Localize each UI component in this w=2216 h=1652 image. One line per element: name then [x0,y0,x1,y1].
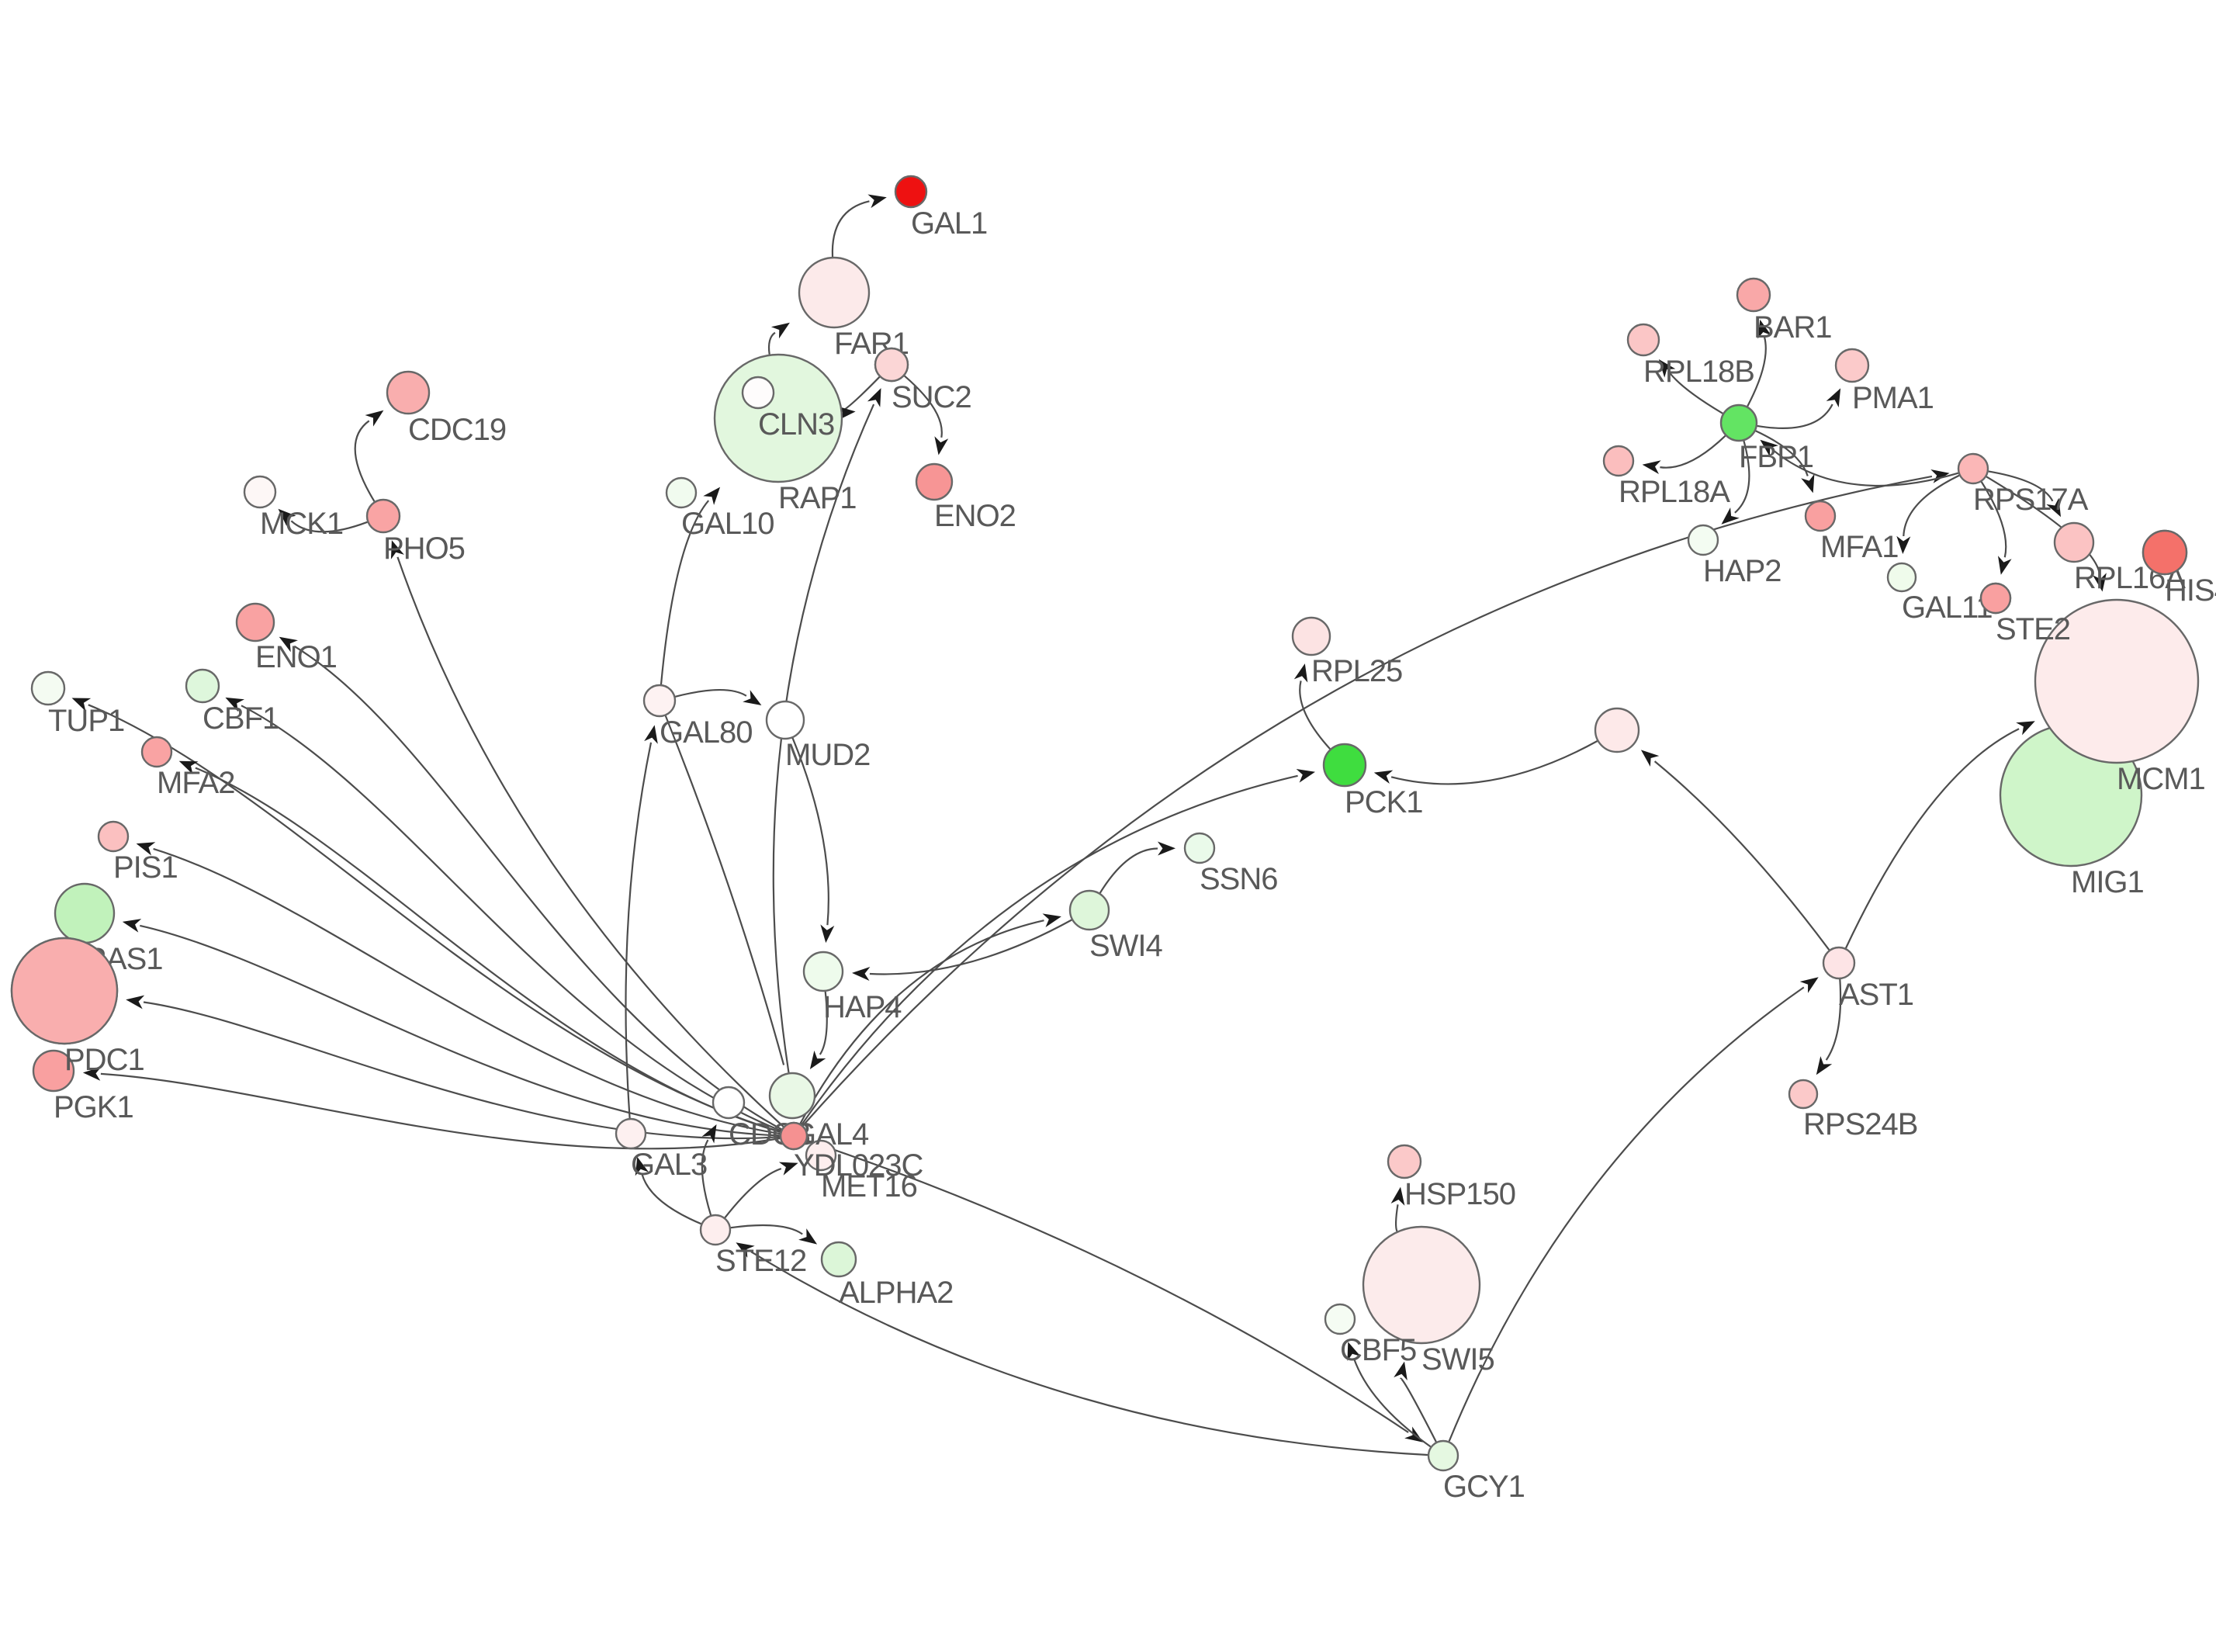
svg-text:GAL11: GAL11 [1902,590,1993,625]
svg-text:AST1: AST1 [1839,978,1913,1012]
svg-text:PDC1: PDC1 [64,1043,144,1077]
svg-text:YDL023C: YDL023C [794,1148,923,1183]
svg-text:ENO2: ENO2 [934,499,1016,533]
svg-text:CDC19: CDC19 [408,413,506,447]
svg-text:RPS24B: RPS24B [1803,1107,1917,1141]
svg-text:MET16: MET16 [821,1169,917,1204]
svg-text:BAR1: BAR1 [1754,310,1832,345]
svg-text:HAP2: HAP2 [1703,554,1781,588]
svg-text:GAL3: GAL3 [631,1148,707,1182]
svg-text:CLN3: CLN3 [758,407,834,442]
svg-text:GAL1: GAL1 [911,206,987,241]
svg-text:RPL18B: RPL18B [1643,355,1754,389]
svg-text:RPL25: RPL25 [1311,654,1402,688]
svg-text:HSP150: HSP150 [1404,1177,1515,1211]
svg-text:PGK1: PGK1 [54,1090,133,1124]
svg-text:TUP1: TUP1 [48,704,124,738]
svg-text:STE2: STE2 [1996,612,2070,646]
svg-text:SUC2: SUC2 [892,380,971,414]
svg-text:HAP4: HAP4 [823,990,902,1024]
svg-text:SWI4: SWI4 [1089,929,1163,963]
svg-text:MUD2: MUD2 [785,738,870,772]
svg-text:HIS4: HIS4 [2165,573,2216,608]
svg-text:SWI5: SWI5 [1421,1342,1494,1377]
svg-text:RPS17A: RPS17A [1973,483,2089,517]
svg-text:PHO5: PHO5 [383,532,465,566]
svg-text:MIG1: MIG1 [2071,865,2144,899]
svg-text:RPL18A: RPL18A [1619,475,1730,509]
svg-text:MCK1: MCK1 [260,507,343,541]
svg-text:FBP1: FBP1 [1739,440,1813,474]
svg-text:CBF1: CBF1 [203,701,279,736]
svg-text:MFA2: MFA2 [157,766,234,800]
svg-text:SSN6: SSN6 [1200,862,1278,896]
svg-text:RAP1: RAP1 [778,481,857,515]
svg-text:STE12: STE12 [715,1244,806,1278]
svg-text:MCM1: MCM1 [2117,762,2205,796]
svg-text:ENO1: ENO1 [255,640,337,674]
svg-text:PIS1: PIS1 [113,850,178,885]
svg-text:ALPHA2: ALPHA2 [839,1276,953,1310]
svg-text:GCY1: GCY1 [1443,1470,1525,1504]
svg-text:MFA1: MFA1 [1820,530,1898,564]
svg-text:GAL80: GAL80 [660,715,753,750]
svg-text:PMA1: PMA1 [1852,381,1934,415]
svg-text:CBF5: CBF5 [1340,1333,1416,1367]
svg-text:GAL10: GAL10 [681,507,774,541]
svg-text:PCK1: PCK1 [1345,785,1423,819]
